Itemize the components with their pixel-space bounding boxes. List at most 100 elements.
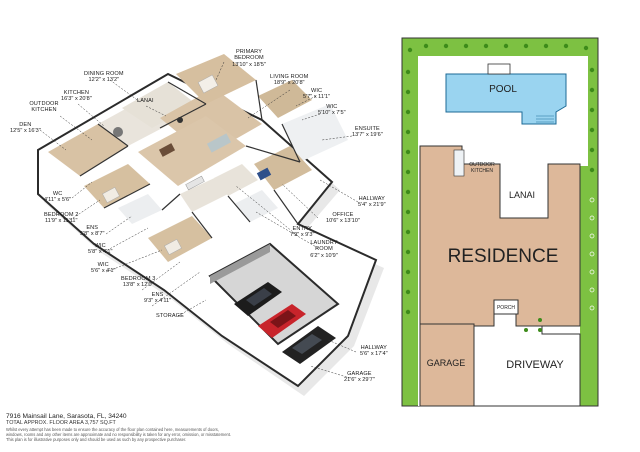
great-room-floor (138, 116, 246, 186)
ens1-floor (118, 194, 162, 224)
bedroom3-dim: 13'8" x 12'0" (122, 282, 154, 289)
label-dining-room: DINING ROOM 12'2" x 13'2" (84, 71, 124, 84)
wc-dim: 4'11" x 5'6" (44, 197, 72, 204)
wic-floor (258, 80, 312, 118)
property-address: 7916 Mainsail Lane, Sarasota, FL, 34240 (6, 413, 127, 420)
label-garage: GARAGE 21'6" x 29'7" (344, 371, 375, 384)
outdoor-kitchen-name: OUTDOOR KITCHEN (29, 101, 59, 114)
wic1-name: WIC (310, 88, 323, 94)
label-ensuite: ENSUITE 13'7" x 19'6" (352, 126, 383, 139)
kitchen-dim: 16'3" x 20'8" (61, 96, 92, 103)
site-porch (493, 299, 519, 315)
label-kitchen: KITCHEN 16'3" x 20'8" (61, 90, 92, 103)
hallway2-dim: 5'6" x 17'4" (360, 351, 388, 358)
den-floor (48, 124, 128, 176)
wic2-name: WIC (326, 104, 338, 110)
disclaimer-line-2: windows, rooms and any other items are a… (6, 431, 232, 437)
label-wic-1: WIC 5'7" x 11'1" (303, 88, 330, 101)
site-driveway-label: DRIVEWAY (506, 359, 564, 371)
label-wic-2: WIC 5'10" x 7'5" (318, 104, 346, 117)
site-garage-label: GARAGE (427, 358, 466, 368)
wic3-dim: 5'8" x 4'1" (88, 249, 113, 256)
garage-area (208, 242, 340, 364)
laundry-floor (234, 190, 278, 222)
primary-bedroom-floor (176, 54, 256, 104)
label-den: DEN 12'5" x 16'3" (10, 122, 41, 135)
label-wic-3: WIC 5'8" x 4'1" (88, 243, 112, 256)
wic4-name: WIC (97, 262, 109, 268)
site-outdoor-kitchen (453, 149, 465, 177)
label-ens-2: ENS 9'3" x 4'11" (144, 292, 171, 305)
primary-bedroom-dim: 13'10" x 18'5" (232, 61, 266, 68)
hallway2-name: HALLWAY (360, 345, 387, 351)
floor-plan-footer: 7916 Mainsail Lane, Sarasota, FL, 34240 … (6, 413, 306, 442)
bedroom3-name: BEDROOM 3 (121, 276, 156, 282)
label-wc: WC 4'11" x 5'6" (44, 191, 71, 204)
label-outdoor-kitchen: OUTDOOR KITCHEN (29, 101, 59, 114)
site-hedges (405, 43, 595, 332)
lanai-name: LANAI (137, 98, 154, 104)
site-porch-label: PORCH (497, 305, 515, 311)
ensuite-name: ENSUITE (354, 126, 380, 132)
primary-bedroom-name: PRIMARY BEDROOM (234, 49, 264, 62)
site-pool (445, 73, 567, 125)
living-room-name: LIVING ROOM (270, 74, 309, 80)
bedroom2-dim: 11'9" x 11'11" (44, 218, 78, 225)
office-name: OFFICE (332, 212, 354, 218)
laundry-name: LAUNDRY ROOM (310, 240, 338, 253)
ens1-name: ENS (86, 225, 99, 231)
den-dim: 12'5" x 16'3" (10, 128, 41, 135)
label-laundry: LAUNDRY ROOM 6'2" x 10'9" (306, 240, 342, 259)
living-room-dim: 18'9" x 20'8" (273, 80, 305, 87)
site-right-plants (589, 197, 595, 311)
entry-name: ENTRY (292, 226, 312, 232)
site-outdoor-kitchen-label-2: KITCHEN (471, 168, 493, 174)
dining-room-name: DINING ROOM (84, 71, 124, 77)
ens2-name: ENS (151, 292, 164, 298)
dining-room-dim: 12'2" x 13'2" (88, 77, 120, 84)
laundry-dim: 6'2" x 10'9" (310, 252, 338, 259)
label-wic-4: WIC 5'6" x 4'1" (91, 262, 115, 275)
label-bedroom-3: BEDROOM 3 13'8" x 12'0" (121, 276, 155, 289)
wic3-name: WIC (94, 243, 106, 249)
site-lanai-label: LANAI (509, 190, 535, 200)
entry-floor (214, 164, 258, 196)
bedroom2-name: BEDROOM 2 (44, 212, 79, 218)
leader-lines (39, 61, 359, 379)
wc-name: WC (52, 191, 63, 197)
garage-dim: 21'6" x 29'7" (344, 377, 375, 384)
ens2-dim: 9'3" x 4'11" (144, 298, 172, 305)
floor-area: TOTAL APPROX. FLOOR AREA 3,757 SQ.FT (6, 420, 116, 427)
label-lanai: LANAI (137, 98, 154, 104)
label-living-room: LIVING ROOM 18'9" x 20'8" (270, 74, 308, 87)
ens1-dim: 5'8" x 8'7" (80, 231, 105, 238)
disclaimer-line-1: Whilst every attempt has been made to en… (6, 426, 219, 432)
furniture (102, 74, 272, 256)
hallway1-dim: 5'4" x 21'9" (358, 202, 386, 209)
car-red (258, 304, 306, 338)
site-pool-spa (487, 63, 511, 75)
label-hallway-2: HALLWAY 5'6" x 17'4" (360, 345, 388, 358)
garage-name: GARAGE (347, 371, 372, 377)
pool-steps (536, 115, 554, 123)
site-residence (419, 145, 581, 327)
car-black (234, 282, 282, 316)
label-ens-1: ENS 5'8" x 8'7" (80, 225, 104, 238)
site-pool-label: POOL (489, 84, 517, 95)
bedroom3-floor (148, 216, 212, 262)
ensuite-dim: 13'7" x 19'6" (352, 132, 383, 139)
storage-name: STORAGE (156, 313, 184, 319)
wic1-dim: 5'7" x 11'1" (303, 94, 331, 101)
label-primary-bedroom: PRIMARY BEDROOM 13'10" x 18'5" (232, 49, 266, 68)
ensuite-floor (282, 104, 348, 162)
dining-floor (122, 82, 196, 128)
interior-walls (79, 79, 301, 239)
label-bedroom-2: BEDROOM 2 11'9" x 11'11" (44, 212, 78, 225)
car-truck (282, 326, 336, 364)
kitchen-name: KITCHEN (63, 90, 89, 96)
wic4-dim: 5'6" x 4'1" (91, 268, 116, 275)
label-office: OFFICE 10'6" x 13'10" (326, 212, 360, 225)
hallway1-name: HALLWAY (358, 196, 385, 202)
